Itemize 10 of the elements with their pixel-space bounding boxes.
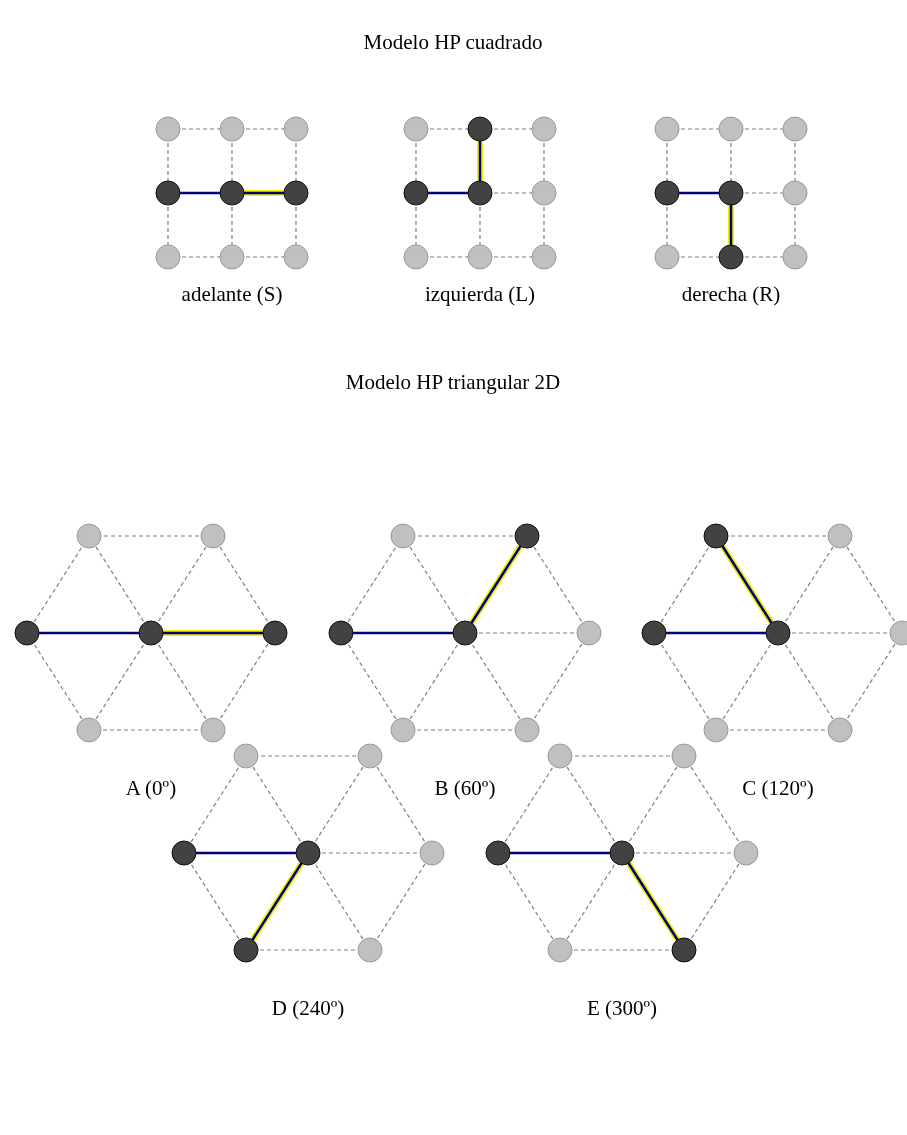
section-heading: Modelo HP triangular 2D <box>345 370 561 395</box>
panel-caption: adelante (S) <box>181 282 283 307</box>
section-heading: Modelo HP cuadrado <box>363 30 543 55</box>
panel-caption: derecha (R) <box>681 282 781 307</box>
panel-caption: D (240º) <box>271 996 345 1021</box>
panel-caption: A (0º) <box>125 776 177 801</box>
panel-caption: izquierda (L) <box>424 282 536 307</box>
panel-caption: B (60º) <box>434 776 496 801</box>
panel-caption: E (300º) <box>586 996 658 1021</box>
panel-caption: C (120º) <box>742 776 814 801</box>
